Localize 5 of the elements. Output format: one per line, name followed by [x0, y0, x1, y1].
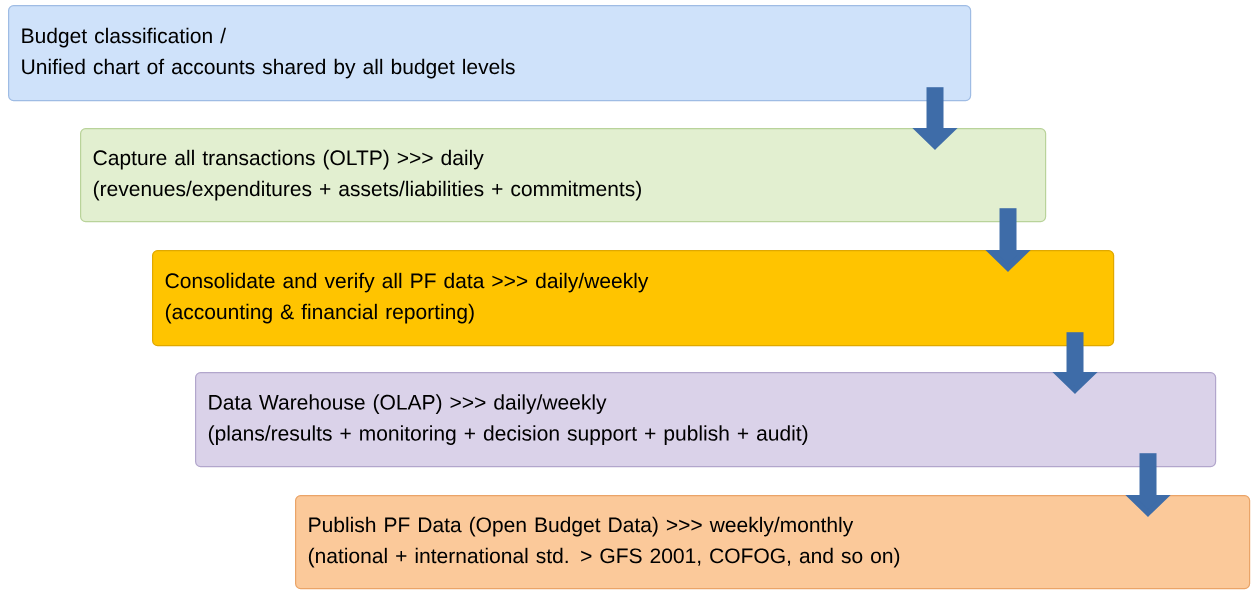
process-box: Budget classification / Unified chart of accounts shared by all budget levels [8, 5, 972, 102]
process-box: Capture all transactions (OLTP) >>> daily (revenues/expenditures + assets/liabilities + commitments) [80, 128, 1047, 223]
process-box: Consolidate and verify all PF data >>> daily/weekly (accounting & financial reporting) [152, 250, 1115, 347]
process-box: Data Warehouse (OLAP) >>> daily/weekly (plans/results + monitoring + decision support + publish + audit) [195, 372, 1217, 468]
process-box: Publish PF Data (Open Budget Data) >>> weekly/monthly (national + international std. > GFS 2001, COFOG, and so on) [295, 495, 1251, 590]
